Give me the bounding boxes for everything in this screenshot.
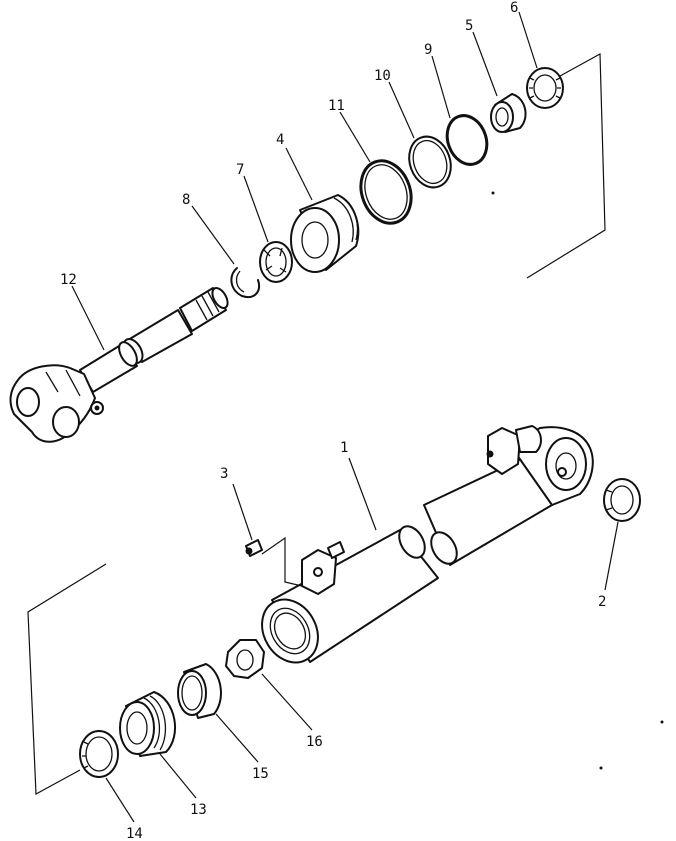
part-11-o-ring — [359, 159, 413, 225]
scan-specks — [491, 191, 664, 770]
part-4-cylinder-head — [290, 194, 360, 273]
callout-2: 2 — [598, 594, 606, 610]
part-16-nut — [225, 639, 265, 679]
callout-6: 6 — [510, 0, 518, 16]
part-1-cylinder-tube — [261, 525, 439, 664]
part-6-dust-seal — [526, 67, 564, 109]
part-3-grease-fitting — [245, 539, 263, 557]
part-14-seal — [79, 730, 119, 778]
callout-5: 5 — [465, 18, 473, 34]
part-12-piston-rod — [9, 287, 229, 443]
callout-1: 1 — [340, 440, 348, 456]
part-8-snap-ring — [230, 267, 260, 298]
leader-lines — [71, 11, 619, 823]
part-1-cylinder-tube-bottom — [423, 425, 594, 566]
upper-bracket-line — [526, 53, 606, 279]
part-5-bushing — [490, 93, 527, 133]
callout-3: 3 — [220, 466, 228, 482]
callout-labels: 1 2 3 4 5 6 7 8 9 10 11 12 13 14 15 16 — [60, 0, 606, 841]
part-10-backup-ring — [408, 135, 452, 189]
part-2-bushing — [603, 478, 641, 522]
callout-9: 9 — [424, 42, 432, 58]
lower-bracket-line — [27, 536, 303, 795]
callout-16: 16 — [306, 734, 323, 750]
callout-14: 14 — [126, 826, 143, 841]
callout-15: 15 — [252, 766, 269, 782]
callout-10: 10 — [374, 68, 391, 84]
callout-11: 11 — [328, 98, 345, 114]
callout-8: 8 — [182, 192, 190, 208]
callout-7: 7 — [236, 162, 244, 178]
part-9-o-ring — [445, 114, 489, 166]
callout-4: 4 — [276, 132, 284, 148]
callout-13: 13 — [190, 802, 207, 818]
callout-12: 12 — [60, 272, 77, 288]
part-13-piston — [119, 691, 177, 757]
part-7-bushing — [259, 241, 293, 283]
part-15-wear-ring — [177, 663, 222, 719]
